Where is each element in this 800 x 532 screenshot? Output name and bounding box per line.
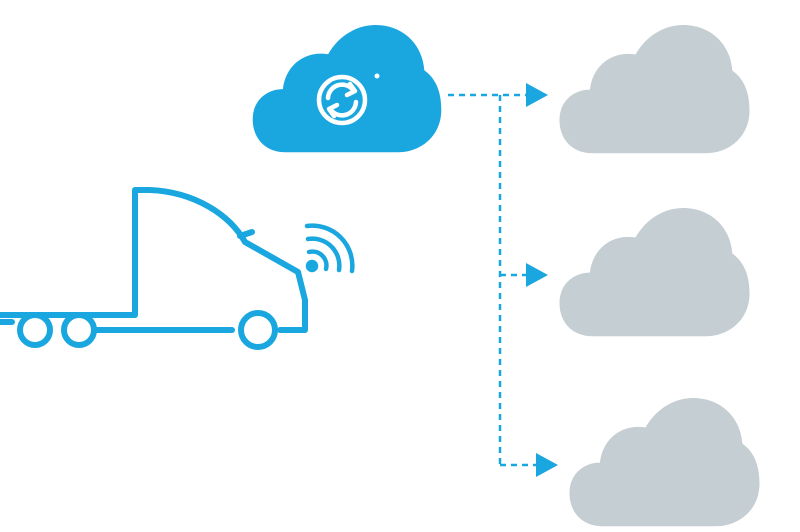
destination-cloud-2 bbox=[559, 208, 750, 337]
hub-cloud bbox=[252, 25, 442, 153]
wifi-arc-2 bbox=[305, 236, 342, 273]
wifi-dot bbox=[305, 259, 319, 273]
destination-cloud-3 bbox=[569, 398, 760, 527]
truck-rear-wheel-1 bbox=[17, 312, 53, 348]
arrowhead-1 bbox=[526, 83, 548, 107]
truck-cab-outline bbox=[0, 187, 308, 333]
truck-icon bbox=[0, 187, 308, 350]
truck-mirror bbox=[237, 229, 255, 239]
registered-mark bbox=[374, 73, 380, 79]
destination-cloud-1 bbox=[559, 25, 750, 154]
connectors bbox=[448, 93, 538, 467]
wifi-arc-3 bbox=[304, 223, 355, 274]
wifi-arc-1 bbox=[306, 249, 329, 272]
truck-rear-wheel-2 bbox=[61, 312, 97, 348]
truck-front-wheel bbox=[238, 310, 278, 350]
arrowheads bbox=[526, 83, 558, 477]
sync-icon bbox=[316, 74, 368, 126]
hub-cloud-shape bbox=[252, 25, 442, 153]
arrowhead-2 bbox=[526, 263, 548, 287]
wifi-signal-icon bbox=[304, 223, 355, 274]
arrowhead-3 bbox=[536, 453, 558, 477]
destination-clouds bbox=[559, 25, 760, 527]
